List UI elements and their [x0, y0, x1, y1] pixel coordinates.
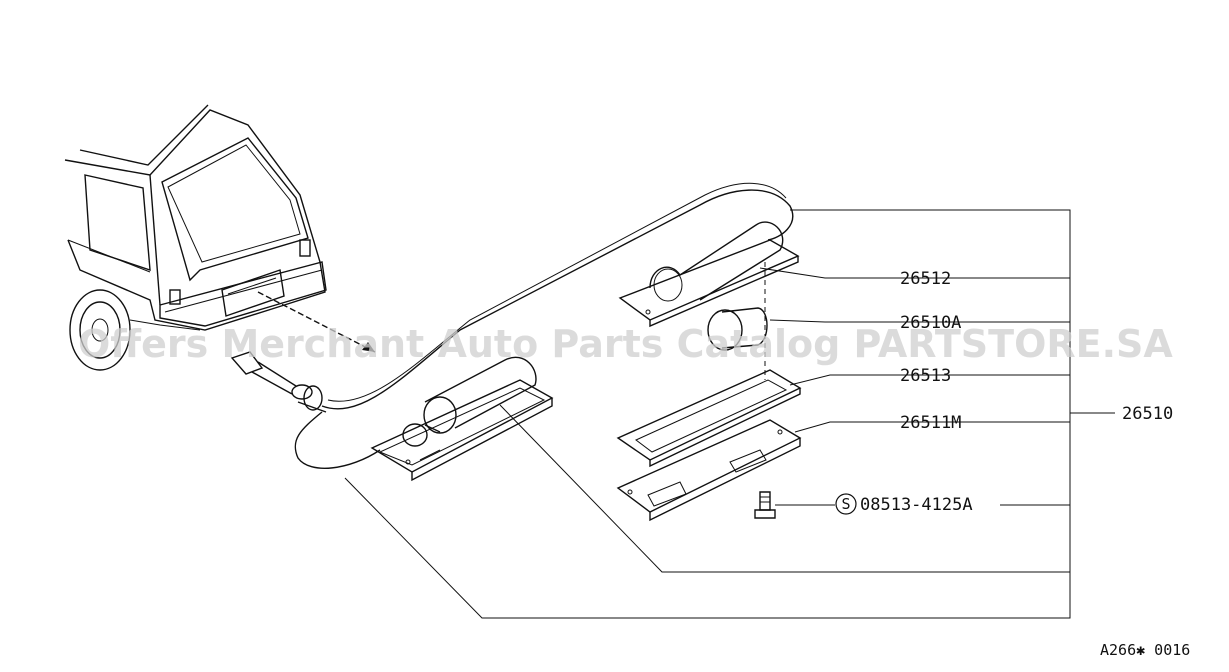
label-housing: 26511M — [900, 413, 961, 433]
leader-lines — [344, 209, 1115, 619]
label-screw: 08513-4125A — [860, 495, 973, 515]
label-bulb: 26510A — [900, 313, 961, 333]
standard-part-symbol-icon — [835, 493, 857, 515]
bulb-illustration — [707, 262, 768, 380]
standard-part-symbol-letter: S — [841, 495, 850, 513]
label-lens-cover: 26512 — [900, 269, 951, 289]
socket-connector-illustration — [230, 351, 327, 413]
lens-cover-illustration — [618, 221, 800, 328]
label-gasket: 26513 — [900, 366, 951, 386]
label-assembly: 26510 — [1122, 404, 1173, 424]
vehicle-rear-illustration — [64, 104, 376, 371]
housing-illustration — [616, 419, 802, 522]
license-lamp-assembly-illustration — [370, 356, 554, 482]
screw-label-group: S 08513-4125A — [835, 493, 973, 515]
gasket-illustration — [616, 369, 802, 468]
wire-harness-loop — [294, 189, 794, 469]
diagram-reference-code: A266✱ 0016 — [1100, 641, 1190, 659]
screw-illustration — [754, 491, 776, 519]
watermark-text: Offers Merchant Auto Parts Catalog PARTS… — [78, 322, 1173, 366]
